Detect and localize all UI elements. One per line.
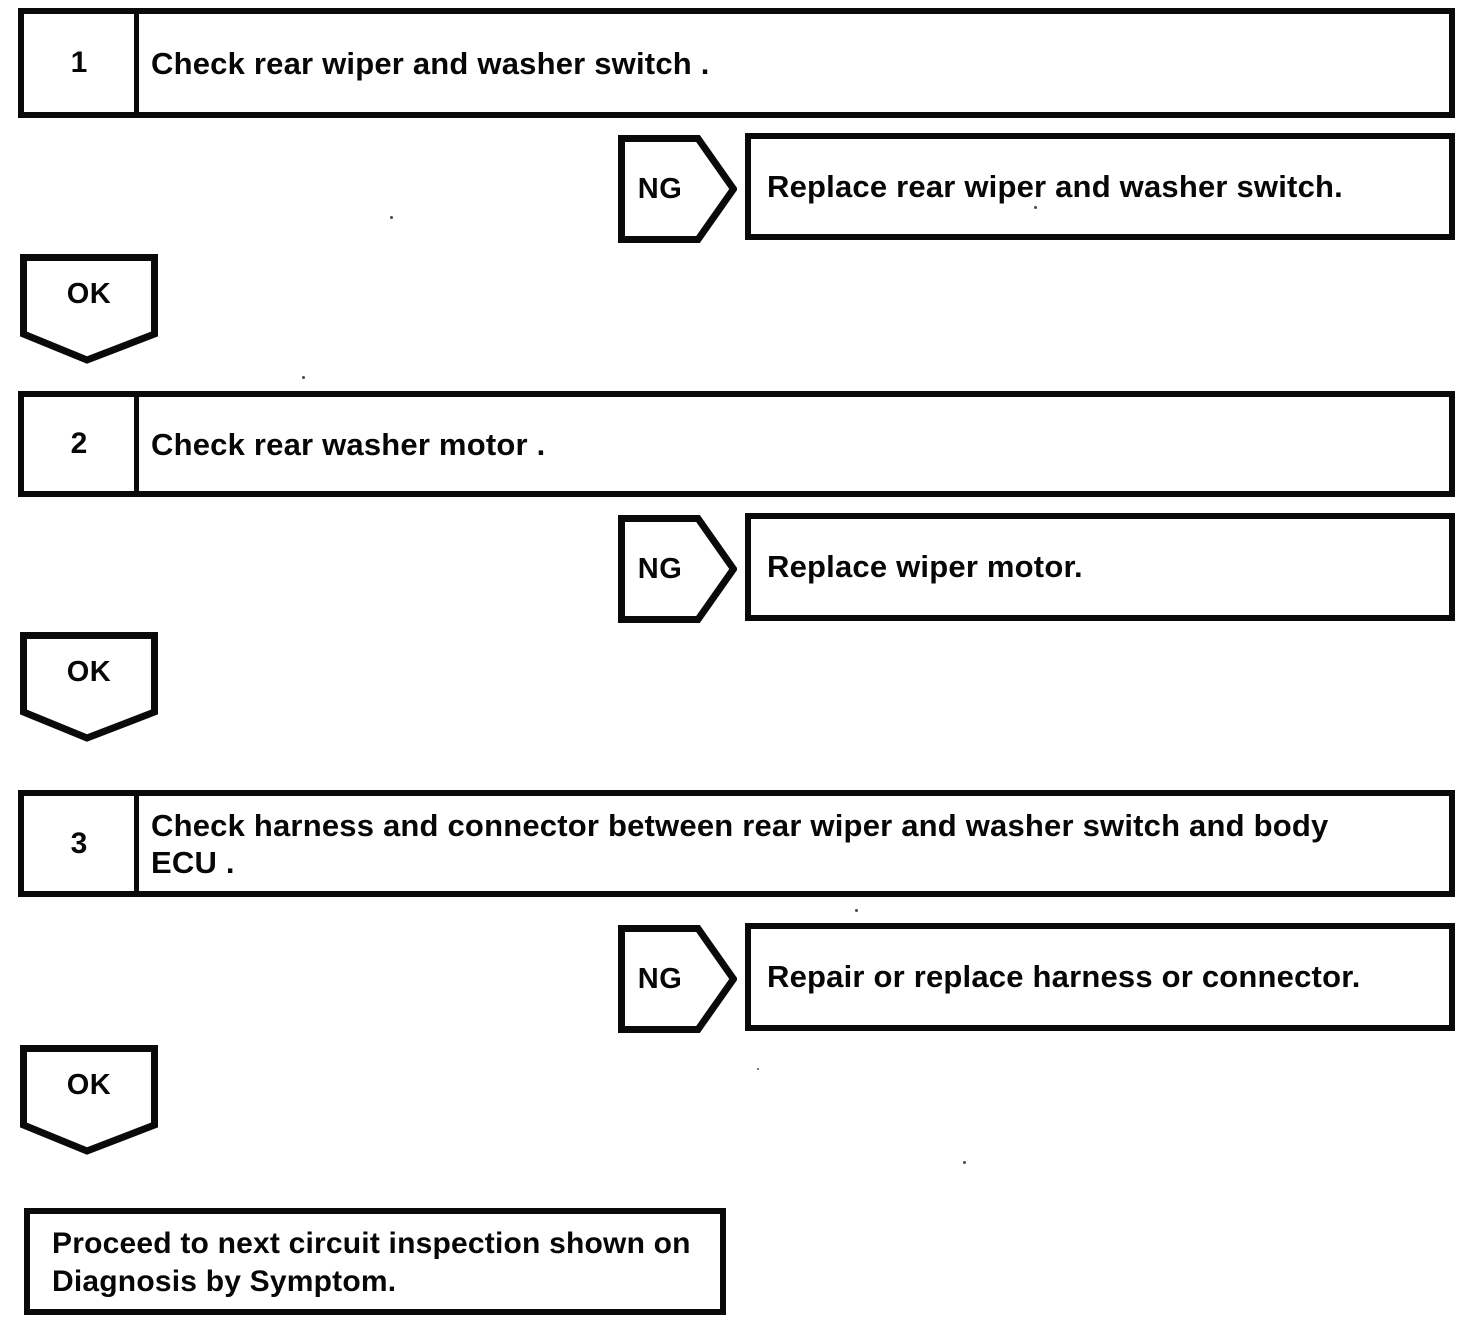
step-1-instruction: Check rear wiper and washer switch . — [139, 14, 1449, 112]
step-1-number: 1 — [24, 14, 139, 112]
ng-result-text-2: Replace wiper motor. — [767, 549, 1083, 584]
ng-arrow-shape-2: NG — [618, 515, 737, 623]
step-2-instruction: Check rear washer motor . — [139, 397, 1449, 491]
ng-arrow-shape-3: NG — [618, 925, 737, 1033]
scan-speck — [855, 909, 858, 912]
step-3-number: 3 — [24, 796, 139, 891]
scan-speck — [390, 216, 393, 219]
footer-line2: Diagnosis by Symptom. — [52, 1265, 397, 1298]
step-3-instruction-line1: Check harness and connector between rear… — [151, 807, 1329, 843]
ok-arrow-shape-2: OK — [20, 632, 158, 742]
ng-label-1: NG — [637, 172, 683, 205]
scan-speck — [1034, 206, 1037, 209]
ng-label-3: NG — [637, 962, 683, 995]
footer-line1: Proceed to next circuit inspection shown… — [52, 1227, 691, 1260]
ng-result-box-2: Replace wiper motor. — [745, 513, 1455, 621]
ok-label-2: OK — [66, 655, 112, 688]
step-3-instruction: Check harness and connector between rear… — [139, 796, 1449, 891]
step-2-box: 2 Check rear washer motor . — [18, 391, 1455, 497]
ok-label-1: OK — [66, 277, 112, 310]
ok-arrow-shape-1: OK — [20, 254, 158, 364]
ok-arrow-shape-3: OK — [20, 1045, 158, 1155]
ng-result-text-3: Repair or replace harness or connector. — [767, 959, 1361, 994]
step-3-box: 3 Check harness and connector between re… — [18, 790, 1455, 897]
ng-result-box-1: Replace rear wiper and washer switch. — [745, 133, 1455, 240]
ng-pentagon-icon — [618, 135, 737, 243]
step-2-instruction-line1: Check rear washer motor . — [151, 426, 546, 462]
ng-pentagon-icon — [618, 925, 737, 1033]
scan-speck — [302, 376, 305, 379]
step-3-instruction-line2: ECU . — [151, 844, 235, 880]
ng-result-text-1: Replace rear wiper and washer switch. — [767, 168, 1343, 204]
step-1-box: 1 Check rear wiper and washer switch . — [18, 8, 1455, 118]
footer-box: Proceed to next circuit inspection shown… — [24, 1208, 726, 1315]
step-1-instruction-line1: Check rear wiper and washer switch . — [151, 45, 710, 81]
scan-speck — [963, 1161, 966, 1164]
ng-label-2: NG — [637, 552, 683, 585]
ng-pentagon-icon — [618, 515, 737, 623]
ok-pentagon-icon — [20, 632, 158, 742]
ok-pentagon-icon — [20, 1045, 158, 1155]
ng-arrow-shape-1: NG — [618, 135, 737, 243]
step-2-number: 2 — [24, 397, 139, 491]
ok-pentagon-icon — [20, 254, 158, 364]
ng-result-box-3: Repair or replace harness or connector. — [745, 923, 1455, 1031]
scan-speck — [757, 1068, 759, 1070]
ok-label-3: OK — [66, 1068, 112, 1101]
